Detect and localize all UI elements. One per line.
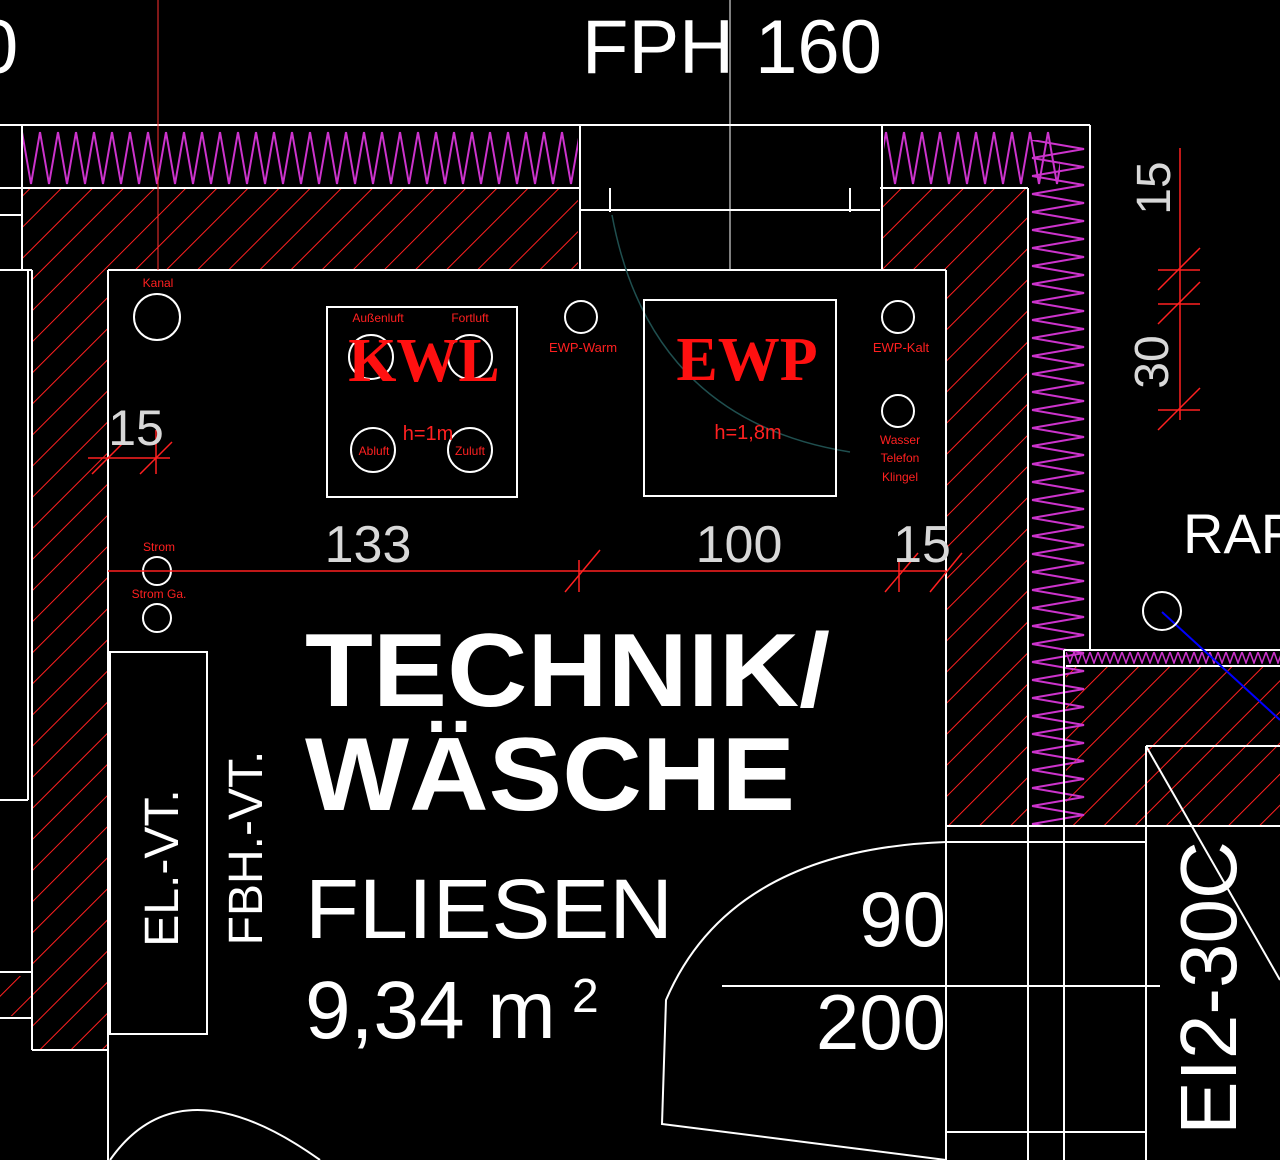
- wall-lower-right-insulation: [1066, 652, 1280, 664]
- neighbor-room-label: RAF: [1183, 502, 1280, 565]
- kwl-box: [326, 306, 518, 498]
- dimension-15: 15: [893, 516, 951, 574]
- dimension-lines: [88, 148, 1201, 593]
- kwl-port-abluft: [350, 427, 396, 473]
- kwl-height: h=1m: [403, 423, 454, 445]
- floor-heating-distributor-label: FBH.-VT.: [220, 751, 273, 946]
- header-label: FPH 160: [582, 5, 882, 90]
- electric-distributor-label: EL.-VT.: [136, 789, 189, 946]
- door-fire-rating-label: EI2-30C: [1164, 841, 1253, 1134]
- ewp-unit: EWP h=1,8m: [643, 299, 837, 497]
- kwl-port-abluft-label: Abluft: [359, 444, 390, 458]
- structure-lines: [0, 124, 1280, 1160]
- wasser-telefon-klingel-symbol: [881, 394, 915, 428]
- dimension-right-upper: 15: [1128, 161, 1181, 214]
- kwl-port-fortluft-label: Fortluft: [451, 311, 489, 325]
- electric-distributor-box: [109, 651, 208, 1035]
- kwl-port-zuluft: [447, 427, 493, 473]
- distributors: EL.-VT. FBH.-VT.: [109, 651, 273, 1035]
- wall-top-left-hatch: [22, 188, 578, 270]
- dimension-133: 133: [325, 516, 412, 574]
- wall-left-hatch: [32, 270, 108, 1050]
- door-swing-arc: [611, 214, 851, 453]
- kwl-port-aussenluft: [348, 334, 394, 380]
- dimension-left-wall: 15: [108, 400, 164, 456]
- header-left-fragment: 0: [0, 5, 18, 90]
- kanal-symbol: [133, 293, 181, 341]
- kwl-unit: Außenluft Fortluft Abluft Zuluft KWL h=1…: [326, 306, 518, 498]
- strom-ga-symbol: [142, 603, 172, 633]
- wall-top-left-insulation: [22, 130, 578, 186]
- room-floor-finish: FLIESEN: [305, 862, 673, 956]
- door: [109, 841, 1160, 1160]
- kwl-port-zuluft-label: Zuluft: [455, 444, 486, 458]
- dimension-100: 100: [696, 516, 783, 574]
- dimension-right-lower: 30: [1126, 335, 1179, 388]
- door-height-label: 200: [816, 978, 946, 1066]
- connection-points: [133, 293, 1182, 633]
- wasser-label: Wasser: [880, 433, 920, 447]
- telefon-label: Telefon: [881, 451, 920, 465]
- room-area: 9,34 m: [305, 965, 556, 1056]
- ewp-label: EWP: [676, 326, 817, 394]
- kwl-port-fortluft: [447, 334, 493, 380]
- connection-labels: Kanal EWP-Warm EWP-Kalt Wasser Telefon K…: [132, 276, 930, 601]
- ewp-box: [643, 299, 837, 497]
- room-name-line2: WÄSCHE: [305, 717, 795, 833]
- klingel-label: Klingel: [882, 470, 918, 484]
- wall-right-insulation: [1030, 140, 1086, 826]
- leader-line: [1161, 611, 1280, 721]
- ewp-kalt-symbol: [881, 300, 915, 334]
- strom-label: Strom: [143, 540, 175, 554]
- riser-symbol: [1142, 591, 1182, 631]
- wall-top-right-hatch: [882, 188, 1028, 270]
- strom-ga-label: Strom Ga.: [132, 587, 187, 601]
- wall-left-stub-hatch: [0, 976, 32, 1016]
- kwl-label: KWL: [348, 327, 500, 395]
- ewp-warm-symbol: [564, 300, 598, 334]
- room-name-line1: TECHNIK/: [305, 613, 830, 729]
- kanal-label: Kanal: [143, 276, 174, 290]
- dimension-labels: 15 133 100 15 15 30: [108, 161, 1181, 574]
- door-swing: [660, 841, 947, 1160]
- door-width-label: 90: [859, 875, 946, 963]
- axis-lines: [157, 0, 731, 270]
- ewp-kalt-label: EWP-Kalt: [873, 340, 930, 355]
- kwl-port-aussenluft-label: Außenluft: [352, 311, 404, 325]
- room-area-exponent: 2: [572, 970, 599, 1023]
- ewp-height: h=1,8m: [714, 422, 781, 444]
- wall-right-hatch: [946, 270, 1028, 826]
- door-swing-lower: [109, 1109, 321, 1160]
- ewp-warm-label: EWP-Warm: [549, 340, 617, 355]
- room-label: TECHNIK/ WÄSCHE FLIESEN 9,34 m 2: [305, 613, 830, 1056]
